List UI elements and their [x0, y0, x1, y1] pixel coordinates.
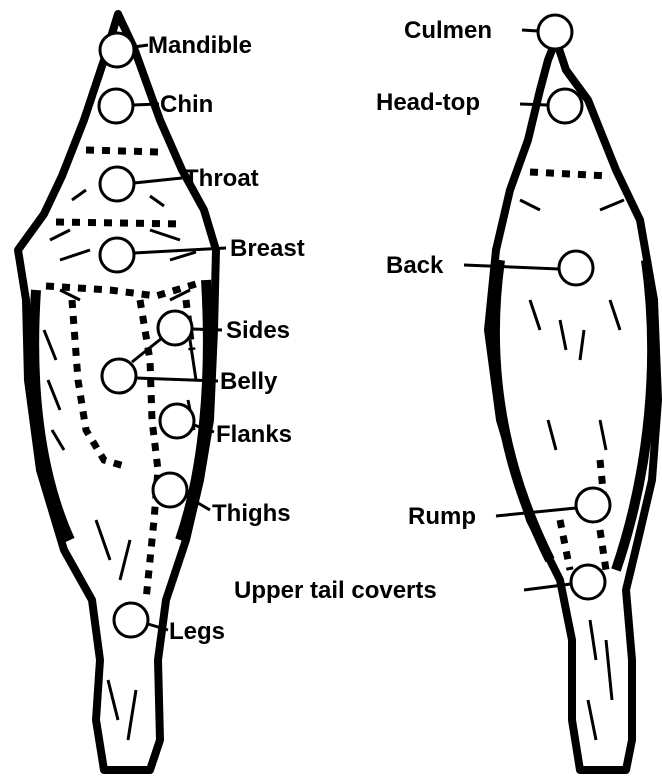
label-belly: Belly: [220, 368, 278, 395]
label-culmen: Culmen: [404, 17, 492, 44]
label-legs: Legs: [169, 618, 225, 645]
label-breast: Breast: [230, 235, 305, 262]
label-thighs: Thighs: [212, 500, 291, 527]
label-head-top: Head-top: [376, 89, 480, 116]
label-rump: Rump: [408, 503, 476, 530]
label-flanks: Flanks: [216, 421, 292, 448]
label-upper-tail-coverts: Upper tail coverts: [234, 577, 437, 604]
label-mandible: Mandible: [148, 32, 252, 59]
label-sides: Sides: [226, 317, 290, 344]
dorsal-body-outline: [488, 40, 658, 770]
label-chin: Chin: [160, 91, 213, 118]
marker-culmen: [522, 15, 572, 49]
dorsal-bird: [488, 40, 658, 770]
label-throat: Throat: [184, 165, 259, 192]
label-back: Back: [386, 252, 444, 279]
